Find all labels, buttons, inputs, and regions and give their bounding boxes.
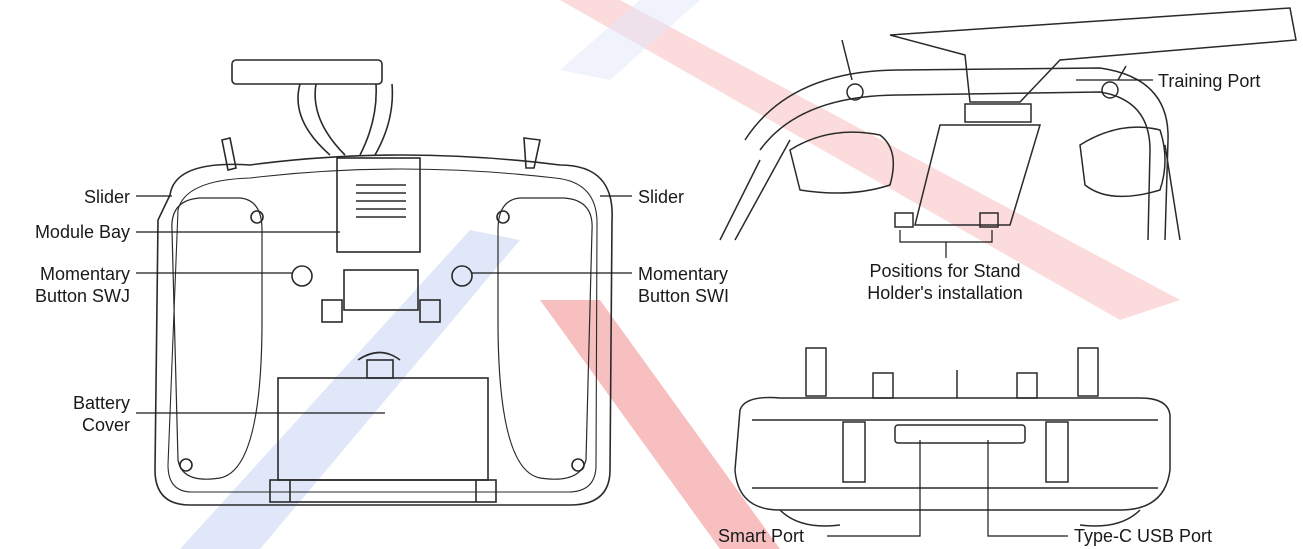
label-battery-cover-line2: Cover xyxy=(81,415,130,435)
label-momentary-swi: Momentary Button SWI xyxy=(638,263,729,307)
label-smart-port: Smart Port xyxy=(718,526,805,546)
label-slider-right: Slider xyxy=(638,187,685,207)
label-slider-left: Slider xyxy=(83,187,130,207)
label-battery-cover-line1: Battery xyxy=(72,393,130,413)
label-battery-cover: Battery Cover xyxy=(30,392,130,436)
label-momentary-swj-line1: Momentary xyxy=(39,264,130,284)
leaders-back-view xyxy=(136,195,632,414)
label-usb-port: Type-C USB Port xyxy=(1074,526,1213,546)
label-module-bay: Module Bay xyxy=(34,222,130,242)
label-stand-holder: Positions for Stand Holder's installatio… xyxy=(820,260,1070,304)
leaders-edge-view xyxy=(827,440,1068,537)
controller-back-view xyxy=(154,59,613,506)
label-stand-holder-line1: Positions for Stand xyxy=(869,261,1021,281)
label-stand-holder-line2: Holder's installation xyxy=(867,283,1023,303)
label-momentary-swj-line2: Button SWJ xyxy=(34,286,130,306)
leaders-top-view xyxy=(899,79,1153,258)
label-training-port: Training Port xyxy=(1158,71,1261,91)
label-momentary-swj: Momentary Button SWJ xyxy=(0,263,130,307)
label-momentary-swi-line1: Momentary xyxy=(638,264,729,284)
watermark xyxy=(180,0,1180,549)
controller-edge-view xyxy=(734,347,1171,527)
label-momentary-swi-line2: Button SWI xyxy=(638,286,730,306)
controller-top-view xyxy=(719,7,1297,241)
